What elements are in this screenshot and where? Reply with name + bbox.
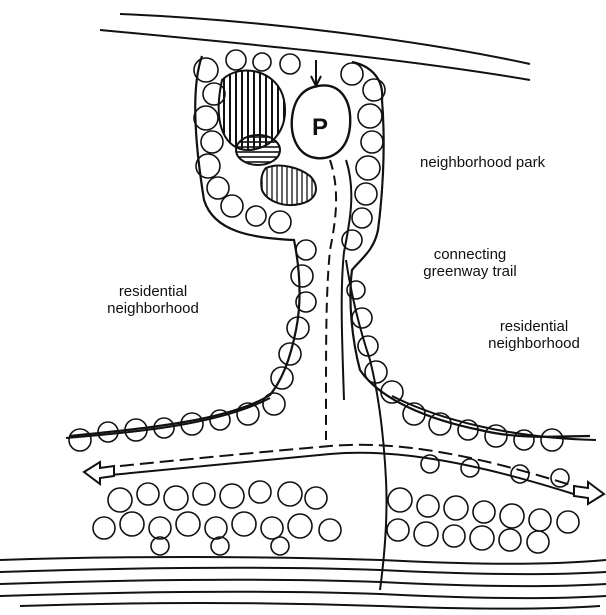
greenway-trail (326, 160, 387, 590)
parking-label: P (305, 114, 335, 142)
trail-label: connecting greenway trail (414, 246, 526, 280)
river (0, 557, 606, 609)
residential-left-label: residential neighborhood (88, 283, 218, 317)
tennis-court-striped (236, 135, 280, 165)
entrance-arrow (311, 60, 321, 86)
park-label: neighborhood park (420, 154, 545, 171)
playground-striped (261, 166, 316, 205)
west-arrow (84, 462, 114, 484)
greenway-edges (66, 396, 596, 440)
east-west-trail (100, 445, 580, 496)
residential-right-label: residential neighborhood (462, 318, 606, 352)
east-arrow (574, 482, 604, 504)
